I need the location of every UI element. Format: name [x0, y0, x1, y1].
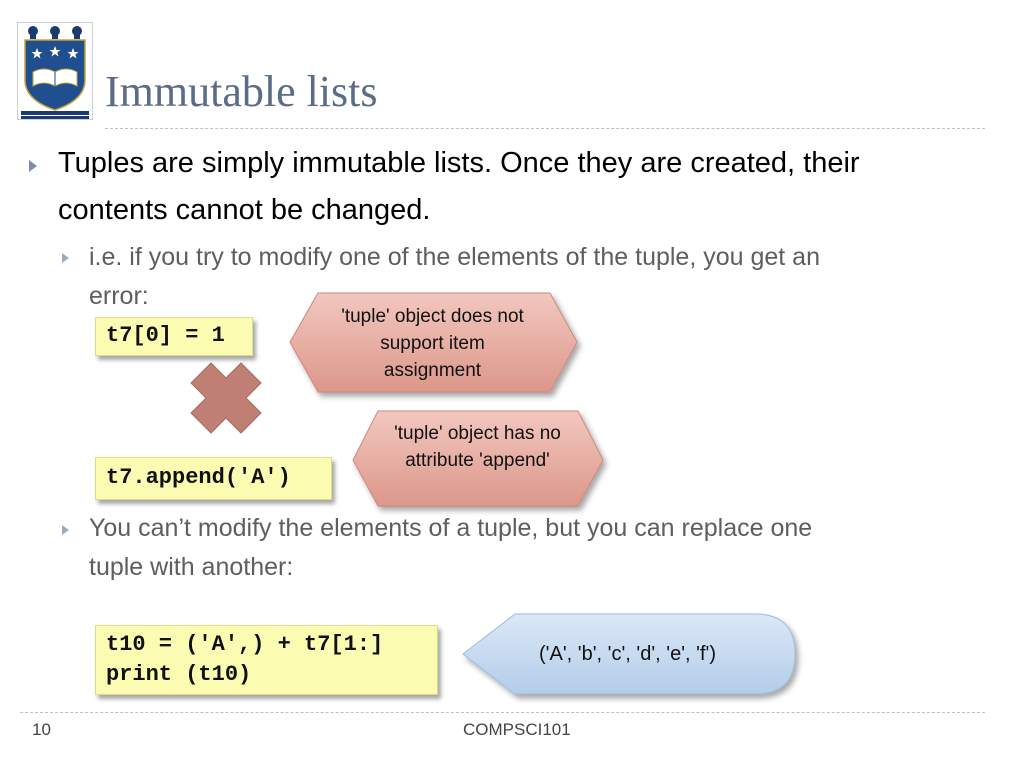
- triangle-bullet-icon: [29, 160, 37, 172]
- bullet-1-line-1: Tuples are simply immutable lists. Once …: [58, 147, 860, 179]
- page-number: 10: [32, 720, 51, 739]
- bullet-1-line-2: contents cannot be changed.: [58, 194, 431, 226]
- triangle-bullet-icon: [62, 253, 69, 263]
- bullet-2-line-2: error:: [89, 282, 149, 310]
- bullet-3-line-2: tuple with another:: [89, 553, 294, 581]
- code-append-call: t7.append('A'): [95, 457, 332, 500]
- code-replace-line-1: t10 = ('A',) + t7[1:]: [106, 632, 384, 657]
- output-callout-text: ('A', 'b', 'c', 'd', 'e', 'f'): [539, 643, 716, 665]
- slide-title: Immutable lists: [105, 67, 378, 116]
- error-callout-2-shape: [352, 410, 604, 507]
- bullet-3-line-1: You can’t modify the elements of a tuple…: [89, 514, 813, 542]
- error-callout-1-text: 'tuple' object does not support item ass…: [341, 306, 524, 381]
- code-replace-tuple: t10 = ('A',) + t7[1:] print (t10): [95, 625, 438, 695]
- error-callout-1-shape: [289, 292, 578, 393]
- code-replace-line-2: print (t10): [106, 662, 252, 687]
- error-callout-2-text: 'tuple' object has no attribute 'append': [394, 423, 561, 471]
- output-callout-shape: [462, 613, 796, 695]
- university-logo-icon: [17, 22, 93, 120]
- code-item-assignment: t7[0] = 1: [95, 317, 253, 356]
- title-divider: [105, 128, 985, 129]
- footer-divider: [20, 712, 985, 713]
- triangle-bullet-icon: [62, 525, 69, 535]
- cross-mark-icon: [190, 362, 262, 434]
- bullet-2-line-1: i.e. if you try to modify one of the ele…: [89, 243, 820, 271]
- footer-course-label: COMPSCI101: [463, 720, 571, 739]
